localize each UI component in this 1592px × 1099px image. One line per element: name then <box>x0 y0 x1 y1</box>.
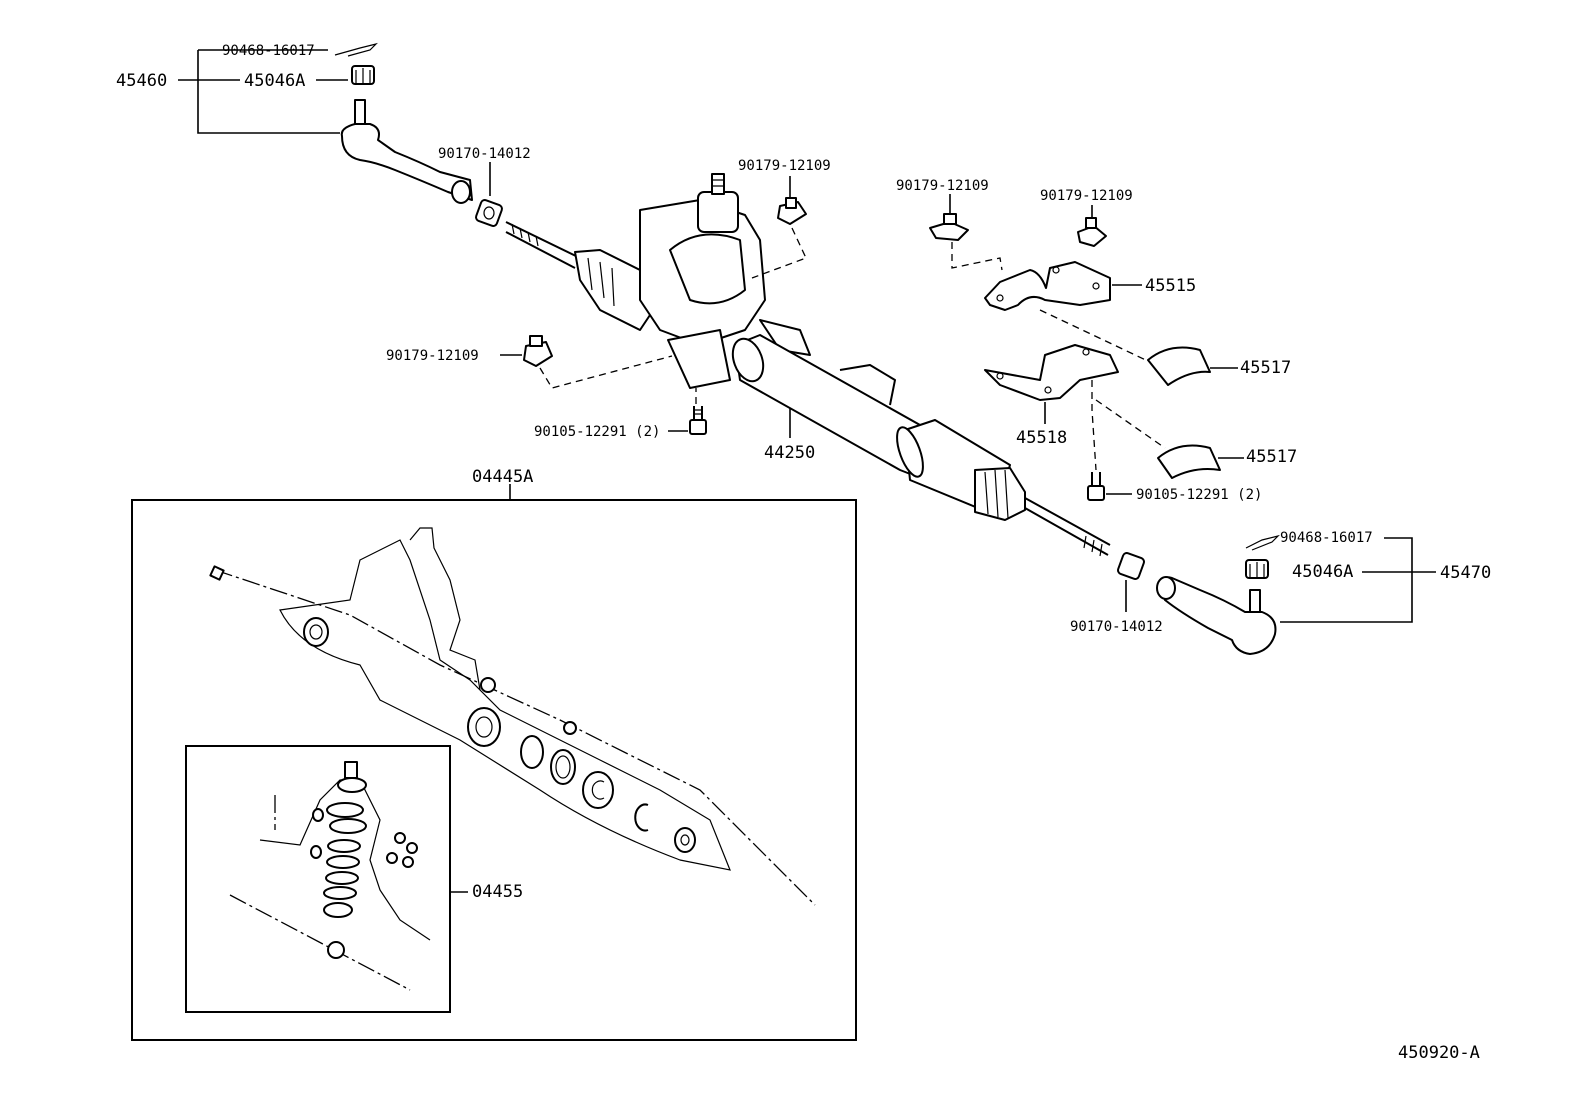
lower-bracket-icon <box>984 344 1166 471</box>
label-45518: 45518 <box>1016 428 1067 448</box>
upper-bracket-icon <box>984 261 1151 363</box>
rack-end-rh-icon <box>1117 552 1145 612</box>
label-nut-lh: 45046A <box>244 71 305 91</box>
bracket-bolt-mid-icon <box>929 194 1003 271</box>
bracket-bolt-top-icon <box>751 176 807 279</box>
label-45470: 45470 <box>1440 563 1491 583</box>
label-45460: 45460 <box>116 71 167 91</box>
label-rack-end-lh: 90170-14012 <box>438 146 531 162</box>
label-bracket-bolt-right: 90179-12109 <box>1040 188 1133 204</box>
tie-rod-end-lh-icon <box>340 99 473 204</box>
label-nut-rh: 45046A <box>1292 562 1353 582</box>
steering-gear-assembly-icon <box>505 173 1111 557</box>
label-44250: 44250 <box>764 443 815 463</box>
left-tie-rod-end-group <box>178 42 473 204</box>
label-45517-upper: 45517 <box>1240 358 1291 378</box>
gasket-kit-box <box>131 484 857 1041</box>
mount-bolt-icon <box>668 388 707 435</box>
upper-grommet-icon <box>1147 346 1238 386</box>
label-bracket-bolt-left: 90179-12109 <box>386 348 479 364</box>
label-bracket-bolt-top: 90179-12109 <box>738 158 831 174</box>
rack-end-lh-icon <box>475 162 503 227</box>
valve-kit-box <box>185 745 468 1013</box>
cotter-pin-icon-rh <box>1245 534 1280 551</box>
label-45515: 45515 <box>1145 276 1196 296</box>
bracket-bolt-right-icon <box>1077 205 1107 247</box>
castle-nut-icon-rh <box>1245 559 1269 579</box>
label-bracket-bolt-lower: 90105-12291 (2) <box>1136 487 1262 503</box>
label-mount-bolt: 90105-12291 (2) <box>534 424 660 440</box>
castle-nut-icon <box>351 65 375 85</box>
bracket-bolt-lower-icon <box>1087 472 1132 501</box>
diagram-id: 450920-A <box>1398 1043 1480 1063</box>
label-rack-end-rh: 90170-14012 <box>1070 619 1163 635</box>
label-45517-lower: 45517 <box>1246 447 1297 467</box>
right-tie-rod-end-group <box>1156 534 1436 655</box>
lower-grommet-icon <box>1157 444 1244 479</box>
label-04445A: 04445A <box>472 467 533 487</box>
label-04455: 04455 <box>472 882 523 902</box>
tie-rod-end-rh-icon <box>1156 576 1277 655</box>
bracket-bolt-left-icon <box>500 335 673 389</box>
label-cotter-pin-rh: 90468-16017 <box>1280 530 1373 546</box>
label-cotter-pin-lh: 90468-16017 <box>222 43 315 59</box>
cotter-pin-icon <box>334 42 378 57</box>
label-bracket-bolt-mid: 90179-12109 <box>896 178 989 194</box>
